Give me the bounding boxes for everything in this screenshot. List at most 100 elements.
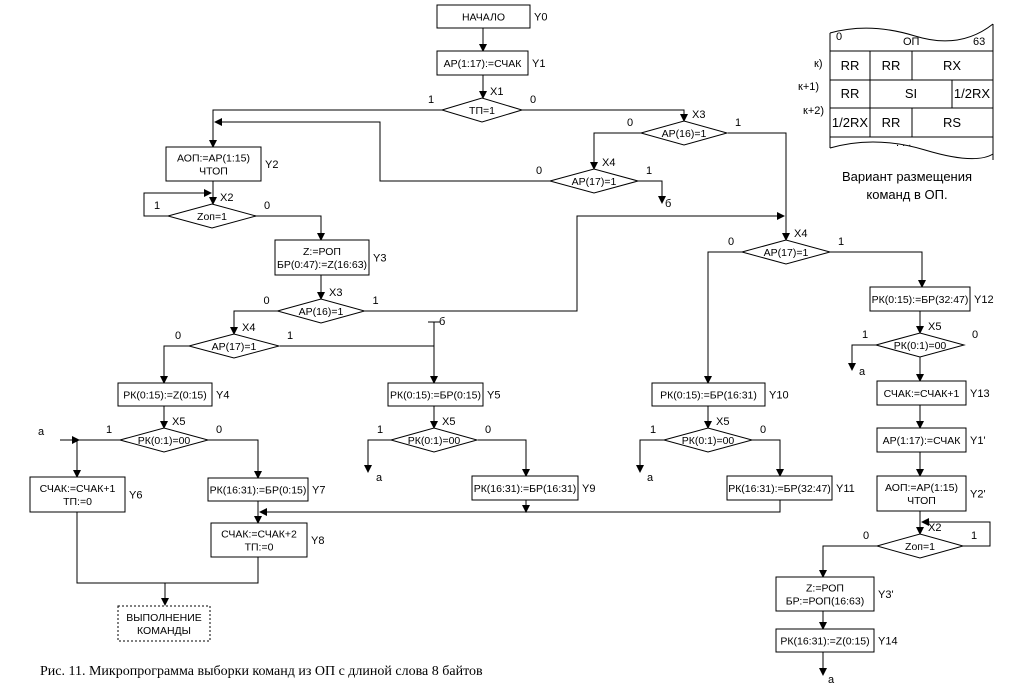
decision-outline — [874, 332, 966, 358]
branch-label: 1 — [971, 530, 977, 542]
y-label: Y9 — [582, 483, 595, 495]
memory-title: ОП — [903, 36, 920, 48]
branch-label: 0 — [728, 236, 734, 248]
box-outline — [210, 522, 308, 558]
condition-id: X4 — [794, 228, 807, 240]
y-label: Y5 — [487, 390, 500, 402]
branch-label: 0 — [760, 424, 766, 436]
decision-outline — [548, 168, 640, 194]
branch-label: 0 — [863, 530, 869, 542]
box-text: РК(0:15):=БР(32:47) — [872, 294, 969, 306]
box-text: РК(16:31):=БР(16:31) — [474, 483, 577, 495]
flow-arrow — [214, 118, 550, 182]
y-label: Y1' — [970, 435, 986, 447]
branch-label: 0 — [536, 165, 542, 177]
y-label: Y1 — [532, 58, 545, 70]
branch-label: 1 — [373, 295, 379, 307]
flow-arrow — [728, 132, 790, 241]
y-label: Y14 — [878, 636, 898, 648]
box-text: СЧАК:=СЧАК+1 — [40, 483, 116, 495]
decision-outline — [875, 533, 965, 559]
flow-arrow — [160, 345, 190, 384]
box-outline — [876, 427, 967, 453]
memory-cell: RR — [841, 86, 860, 101]
box-text: РК(16:31):=БР(32:47) — [728, 483, 831, 495]
memory-cell: RR — [841, 58, 860, 73]
memory-bottom-edge — [829, 141, 994, 160]
box-y11: РК(16:31):=БР(32:47) Y11 — [726, 475, 855, 501]
branch-label: 1 — [838, 236, 844, 248]
condition-id: X1 — [490, 86, 503, 98]
decision-outline — [639, 120, 729, 146]
connector-a: а — [828, 674, 835, 686]
box-y13: СЧАК:=СЧАК+1 Y13 — [876, 380, 990, 406]
condition-id: X5 — [928, 321, 941, 333]
box-outline — [876, 380, 967, 406]
y-label: Y3' — [878, 589, 894, 601]
row-label: к+1) — [798, 81, 819, 93]
memory-bit-end: 63 — [973, 36, 985, 48]
y-label: Y11 — [836, 483, 855, 495]
y-label: Y13 — [970, 388, 990, 400]
box-text: ЧТОП — [907, 495, 936, 507]
memory-cell: 1/2RX — [832, 115, 868, 130]
decision-condition: РК(0:1)=00 — [682, 435, 735, 447]
decision-outline — [275, 298, 367, 324]
condition-id: X3 — [692, 109, 705, 121]
connector-a: а — [38, 426, 45, 438]
branch-label: 0 — [530, 94, 536, 106]
flow-arrow — [704, 251, 742, 384]
box-outline — [387, 382, 484, 407]
decision-condition: Zоп=1 — [197, 211, 227, 223]
box-text: Z:=РОП — [303, 246, 341, 258]
branch-label: 0 — [216, 424, 222, 436]
decision-condition: ТП=1 — [469, 105, 495, 117]
box-text: ЧТОП — [199, 166, 228, 178]
flow-arrow — [209, 109, 442, 148]
box-y9: РК(16:31):=БР(16:31) Y9 — [471, 475, 595, 501]
memory-cell: RR — [882, 58, 901, 73]
branch-label: 0 — [627, 117, 633, 129]
box-outline — [876, 475, 967, 512]
flow-arrow — [230, 310, 278, 335]
decision-condition: РК(0:1)=00 — [408, 435, 461, 447]
box-text: БР:=РОП(16:63) — [786, 596, 864, 608]
flow-arrow — [478, 439, 530, 477]
condition-id: X5 — [716, 416, 729, 428]
branch-label: 0 — [972, 329, 978, 341]
box-outline — [726, 475, 833, 501]
branch-label: 0 — [264, 200, 270, 212]
box-text: СЧАК:=СЧАК+1 — [884, 388, 960, 400]
y-label: Y4 — [216, 390, 229, 402]
branch-label: 0 — [175, 330, 181, 342]
decision-outline — [187, 333, 281, 359]
flow-arrow — [522, 109, 688, 122]
connector-b: б — [439, 316, 445, 328]
flow-arrow — [280, 345, 438, 384]
condition-id: X4 — [242, 322, 255, 334]
decision-outline — [389, 427, 479, 453]
decision-condition: АР(17)=1 — [764, 247, 809, 259]
condition-id: X2 — [928, 522, 941, 534]
box-y5: РК(0:15):=БР(0:15) Y5 — [387, 382, 500, 407]
box-text: РК(0:15):=БР(0:15) — [390, 390, 481, 402]
branch-label: 1 — [154, 200, 160, 212]
box-y6: СЧАК:=СЧАК+1ТП:=0Y6 — [29, 476, 142, 513]
box-text: БР(0:47):=Z(16:63) — [277, 259, 367, 271]
branch-label: 1 — [106, 424, 112, 436]
decision-outline — [662, 427, 754, 453]
